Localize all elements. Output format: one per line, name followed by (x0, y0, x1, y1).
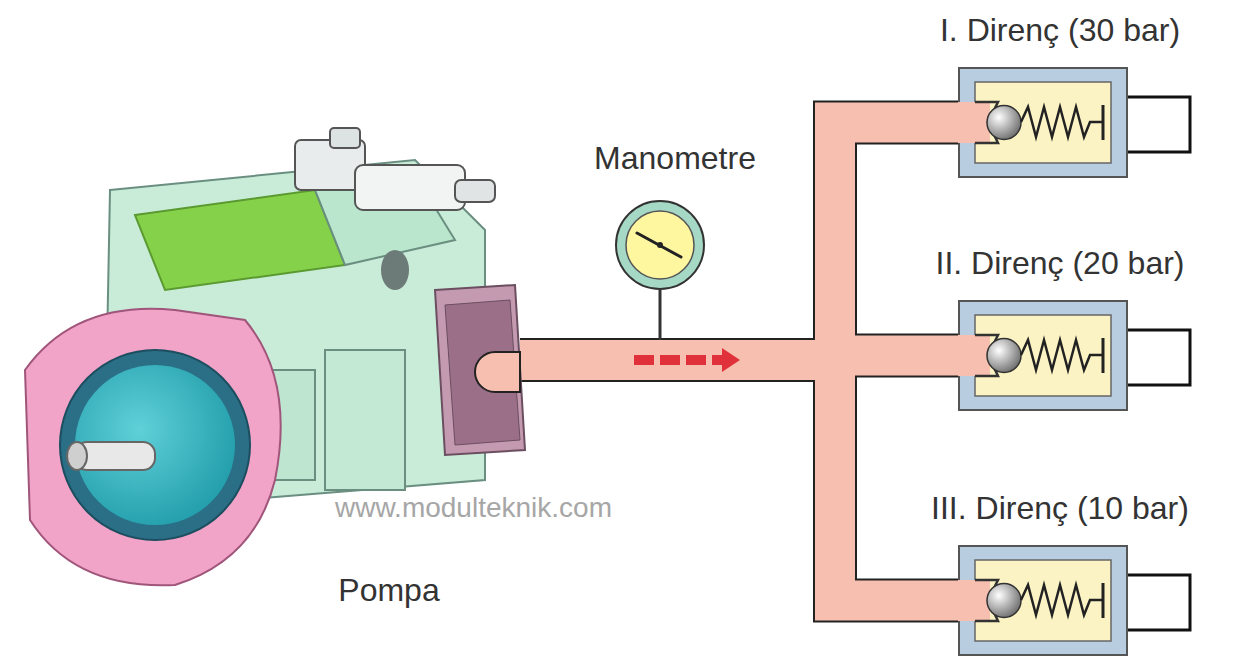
hydraulic-pipe (520, 360, 958, 601)
component-label: I. Direnç (30 bar) (940, 12, 1180, 49)
hydraulic-pipe (520, 360, 958, 601)
check-valve: III. Direnç (10 bar) (958, 545, 1128, 656)
pressure-gauge-drawing (615, 200, 705, 290)
component-label: Pompa (338, 572, 439, 609)
hydraulic-pipe (520, 123, 958, 361)
check-valve-drawing (958, 67, 1128, 178)
hydraulic-pipe (520, 123, 958, 361)
pressure-gauge: Manometre (615, 200, 705, 290)
check-valve-drawing (958, 300, 1128, 411)
check-valve: I. Direnç (30 bar) (958, 67, 1128, 178)
component-label: Manometre (594, 140, 756, 177)
pump: Pompa (15, 120, 520, 620)
pump-drawing (15, 120, 520, 620)
watermark: www.modulteknik.com (335, 492, 612, 524)
check-valve: II. Direnç (20 bar) (958, 300, 1128, 411)
component-label: II. Direnç (20 bar) (936, 245, 1185, 282)
check-valve-drawing (958, 545, 1128, 656)
component-label: III. Direnç (10 bar) (931, 490, 1189, 527)
